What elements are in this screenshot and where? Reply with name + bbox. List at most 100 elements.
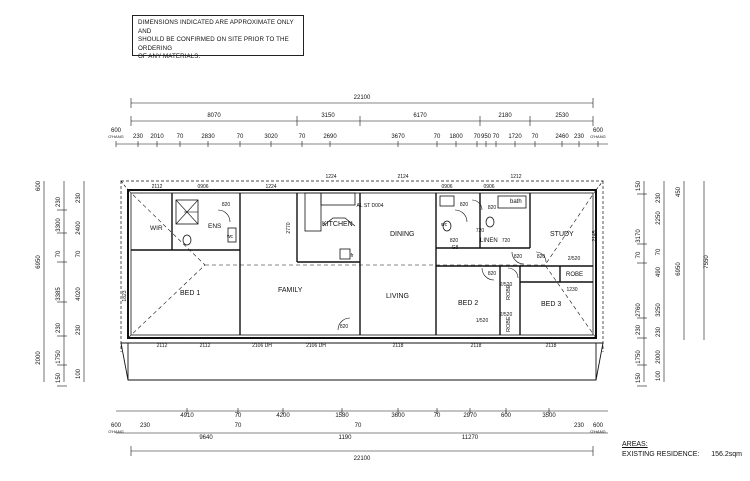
dim-top-row3: 70 <box>532 134 539 140</box>
dim-bottom-row2: 9640 <box>199 435 213 441</box>
room-dining: DINING <box>390 231 415 238</box>
dim-left-inner: 230 <box>76 192 82 203</box>
dim-right-inner: 100 <box>656 370 662 381</box>
dimension-lines <box>43 98 705 456</box>
dim-top-row3: 1720 <box>508 134 522 140</box>
dim-right-mid: 2760 <box>636 303 642 317</box>
dim-left-mid: 230 <box>56 322 62 333</box>
areas-heading: AREAS: <box>622 441 648 448</box>
window-label: 1823 <box>122 290 128 301</box>
dim-left-inner: 4020 <box>76 287 82 301</box>
door-label: 1230 <box>566 287 577 293</box>
dim-top-row3: 70 <box>474 134 481 140</box>
window-label: 2118 <box>546 343 557 349</box>
window-label: 2124 <box>397 174 408 180</box>
window-label: 2106 DH <box>252 343 272 349</box>
door-label: 820 <box>488 205 497 211</box>
disclaimer-note: DIMENSIONS INDICATED ARE APPROXIMATE ONL… <box>132 15 304 60</box>
internal-walls <box>131 193 593 335</box>
dim-top-row3: 2830 <box>201 134 215 140</box>
dim-left-outer: 600 <box>36 180 42 191</box>
dim-left-inner: 100 <box>76 368 82 379</box>
door-label: 820 <box>460 202 469 208</box>
door-label: fr <box>350 253 353 259</box>
dim-right-mid: 3170 <box>636 229 642 243</box>
dim-bottom-row1: 70 <box>434 413 441 419</box>
room-ens: ENS <box>208 223 222 230</box>
dim-bottom-row1: 3500 <box>542 413 556 419</box>
dim-left-mid: 3385 <box>56 287 62 301</box>
dim-top-row3: 70 <box>434 134 441 140</box>
dim-right-outer: 7550 <box>704 255 710 269</box>
areas-table: AREAS: EXISTING RESIDENCE: 156.2sqm <box>622 440 742 460</box>
note-line-3: OF ANY MATERIALS. <box>138 53 201 61</box>
dim-bottom-row2: 1190 <box>339 435 353 441</box>
dim-bottom-row2: O'HANG <box>108 429 123 434</box>
door-label: 820 <box>340 324 349 330</box>
dim-top-overall: 22100 <box>354 95 371 101</box>
dim-right-mid: 230 <box>636 324 642 335</box>
dim-right-inner: 230 <box>656 326 662 337</box>
window-label: 2112 <box>152 184 163 190</box>
dim-right-inner: 2000 <box>656 350 662 364</box>
room-wc: wc <box>441 222 448 228</box>
dim-bottom-row1: 2970 <box>463 413 477 419</box>
dim-top-row3: 70 <box>299 134 306 140</box>
dim-bottom-row2: 70 <box>235 423 242 429</box>
dim-top-row3: 950 <box>481 134 492 140</box>
dim-bottom-row1: 3600 <box>391 413 405 419</box>
dim-top-row3: O'HANG <box>108 134 123 139</box>
dim-bottom-row1: 600 <box>501 413 512 419</box>
window-label: 1224 <box>265 184 276 190</box>
dim-top-row3: 3020 <box>264 134 278 140</box>
window-label: 2118 <box>393 343 404 349</box>
dim-left-mid: 150 <box>56 372 62 383</box>
dim-bottom-row2: 600 <box>593 423 604 429</box>
dim-bottom-row1: 70 <box>235 413 242 419</box>
dim-left-mid: 70 <box>56 250 62 257</box>
window-label: 1224 <box>325 174 336 180</box>
room-bath: bath <box>510 199 522 205</box>
dim-bottom-overall: 22100 <box>354 456 371 462</box>
dim-top-row3: 2460 <box>555 134 569 140</box>
dim-right-inner: 450 <box>676 186 682 197</box>
window-label: AL ST D004 <box>357 203 384 209</box>
dim-bottom-row2: 600 <box>111 423 122 429</box>
window-label: 2106 DH <box>306 343 326 349</box>
door-label: 820 <box>537 254 546 260</box>
dim-right-inner: 2250 <box>656 211 662 225</box>
door-label: 1/520 <box>476 318 489 324</box>
dim-top-row3: 1800 <box>449 134 463 140</box>
dim-right-inner: 490 <box>656 266 662 277</box>
areas-label: EXISTING RESIDENCE: <box>622 451 700 458</box>
door-label: 820 <box>514 254 523 260</box>
dim-top-row2: 6170 <box>413 113 427 119</box>
kitchen-bench <box>304 192 322 232</box>
door-label: 820 <box>222 202 231 208</box>
dim-left-mid: 3300 <box>56 218 62 232</box>
dim-top-row3: 230 <box>574 134 585 140</box>
dim-top-row3: 600 <box>593 128 604 134</box>
note-line-1: DIMENSIONS INDICATED ARE APPROXIMATE ONL… <box>138 19 294 35</box>
bath-tub <box>497 195 527 209</box>
dim-top-row3: 230 <box>133 134 144 140</box>
window-label: 2145 <box>592 230 598 241</box>
door-swings <box>217 199 547 331</box>
room-kitchen: KITCHEN <box>322 221 353 228</box>
room-robe-2: ROBE <box>506 284 512 300</box>
external-walls <box>127 189 597 339</box>
roof-outline <box>120 180 604 191</box>
window-label: 0906 <box>483 184 494 190</box>
room-robe-3: ROBE <box>506 316 512 332</box>
room-bed-1: BED 1 <box>180 290 200 297</box>
window-label: 2118 <box>471 343 482 349</box>
dim-top-row3: 70 <box>493 134 500 140</box>
note-line-2: SHOULD BE CONFIRMED ON SITE PRIOR TO THE… <box>138 36 289 52</box>
dim-top-row3: 600 <box>111 128 122 134</box>
dim-top-row2: 8070 <box>207 113 221 119</box>
dim-right-mid: 1750 <box>636 350 642 364</box>
dim-top-row3: 3670 <box>391 134 405 140</box>
dim-top-row3: 70 <box>177 134 184 140</box>
